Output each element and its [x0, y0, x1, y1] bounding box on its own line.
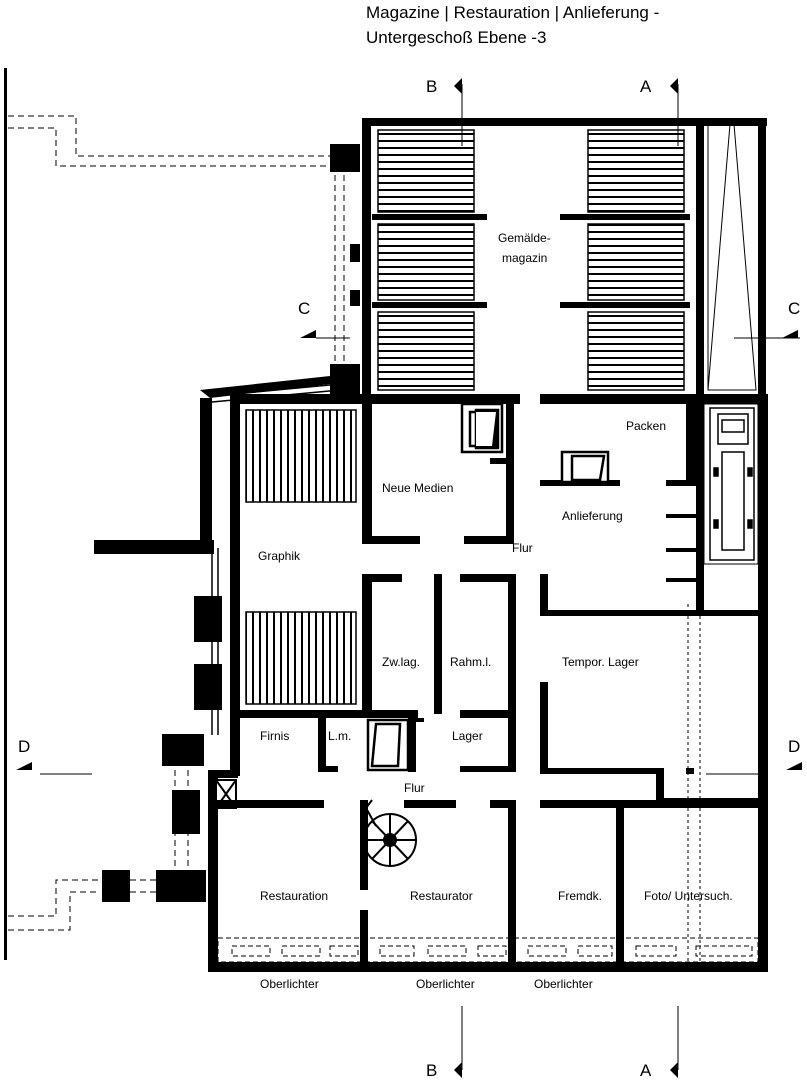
room-label-flur-lower: Flur [404, 781, 425, 795]
painting-storage-walls [330, 118, 767, 396]
section-mark-a-top: A [640, 77, 652, 96]
room-label-fremdk: Fremdk. [558, 889, 602, 903]
section-mark-c-right: C [788, 299, 800, 318]
room-label-neue-medien: Neue Medien [382, 481, 453, 495]
section-mark-a-bottom: A [640, 1061, 652, 1080]
section-cut-lines [40, 84, 800, 1070]
skylight-strip [217, 937, 759, 963]
room-label-lm: L.m. [328, 729, 351, 743]
room-label-restaurator: Restaurator [410, 889, 473, 903]
neighbour-outline-dashed [8, 115, 345, 931]
room-label-tempor-lager: Tempor. Lager [562, 655, 639, 669]
site-boundary-line [4, 68, 7, 960]
small-lift [366, 718, 410, 772]
room-label-zwlag: Zw.lag. [382, 655, 420, 669]
room-label-gemaelde-2: magazin [502, 251, 547, 265]
section-mark-c-left: C [298, 299, 310, 318]
goods-lift [460, 402, 504, 454]
note-oberlichter-1: Oberlichter [260, 977, 319, 991]
room-label-restauration: Restauration [260, 889, 328, 903]
graphic-racks [245, 409, 357, 705]
room-label-rahml: Rahm.l. [450, 655, 491, 669]
room-label-flur-upper: Flur [512, 541, 533, 555]
truck-symbol [703, 403, 759, 565]
room-label-gemaelde-1: Gemälde- [498, 231, 551, 245]
room-label-graphik: Graphik [258, 549, 301, 563]
main-outer-walls [208, 394, 768, 972]
section-mark-d-left: D [18, 737, 30, 756]
lift-anlieferung [560, 450, 610, 484]
note-oberlichter-3: Oberlichter [534, 977, 593, 991]
section-mark-b-top: B [426, 77, 437, 96]
room-label-lager: Lager [452, 729, 483, 743]
plan-title-line-1: Magazine | Restauration | Anlieferung - [366, 3, 660, 22]
section-mark-d-right: D [788, 737, 800, 756]
passage-thin-lines [211, 383, 341, 735]
section-mark-b-bottom: B [426, 1061, 437, 1080]
note-oberlichter-2: Oberlichter [416, 977, 475, 991]
room-label-firnis: Firnis [260, 729, 289, 743]
spiral-staircase [363, 799, 417, 867]
plan-title: Magazine | Restauration | Anlieferung - … [366, 0, 659, 50]
room-label-anlieferung: Anlieferung [562, 509, 623, 523]
section-line-dotted [687, 604, 701, 962]
room-label-packen: Packen [626, 419, 666, 433]
room-label-foto: Foto/ Untersuch. [644, 889, 733, 903]
painting-racks [377, 129, 685, 391]
section-arrows [16, 78, 802, 1078]
plan-title-line-2: Untergeschoß Ebene -3 [366, 28, 547, 47]
ramp-outline [707, 123, 757, 391]
